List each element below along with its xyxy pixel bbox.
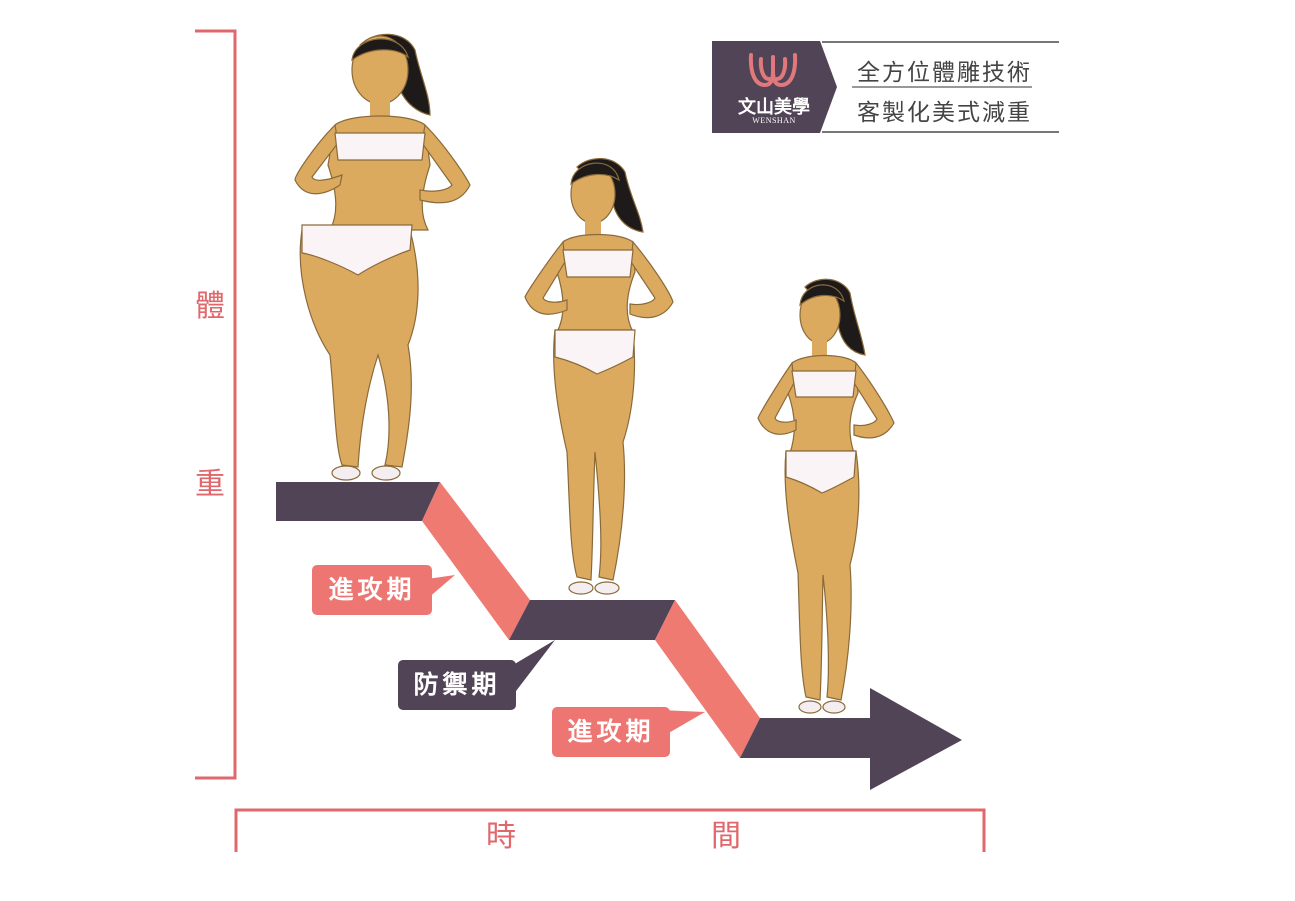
phase-tag-attack-2: 進攻期: [552, 707, 670, 757]
brand-name-en: WENSHAN: [752, 116, 796, 125]
x-axis-label-time: 時: [486, 819, 516, 854]
ramp-1-attack: [422, 482, 530, 640]
slogan-line-2: 客製化美式減重: [857, 100, 1032, 126]
trend-arrow: [740, 688, 962, 790]
x-axis-label-span: 間: [711, 819, 741, 854]
brand-logo: 文山美學 WENSHAN 全方位體雕技術 客製化美式減重: [712, 41, 1059, 133]
phase-tag-attack-1: 進攻期: [312, 565, 432, 615]
brand-name-cn: 文山美學: [738, 97, 810, 118]
y-axis-label-body: 體: [195, 289, 225, 324]
slim-figure-illustration: [757, 278, 895, 714]
logo-frame: [712, 41, 1059, 133]
y-axis-bracket: [195, 29, 237, 780]
callout-pointer-3: [660, 710, 705, 738]
step-2-defense: [509, 600, 675, 640]
slogan-line-1: 全方位體雕技術: [857, 60, 1032, 86]
ramp-2-attack: [655, 600, 760, 758]
x-axis-bracket: [234, 808, 986, 852]
lotus-logo-icon: [748, 53, 798, 88]
heavy-figure-illustration: [294, 33, 471, 481]
y-axis-label-weight: 重: [195, 467, 225, 502]
step-1: [276, 482, 440, 521]
phase-tag-defense: 防禦期: [398, 660, 516, 710]
medium-figure-illustration: [524, 158, 674, 595]
callout-pointer-2: [513, 640, 555, 695]
